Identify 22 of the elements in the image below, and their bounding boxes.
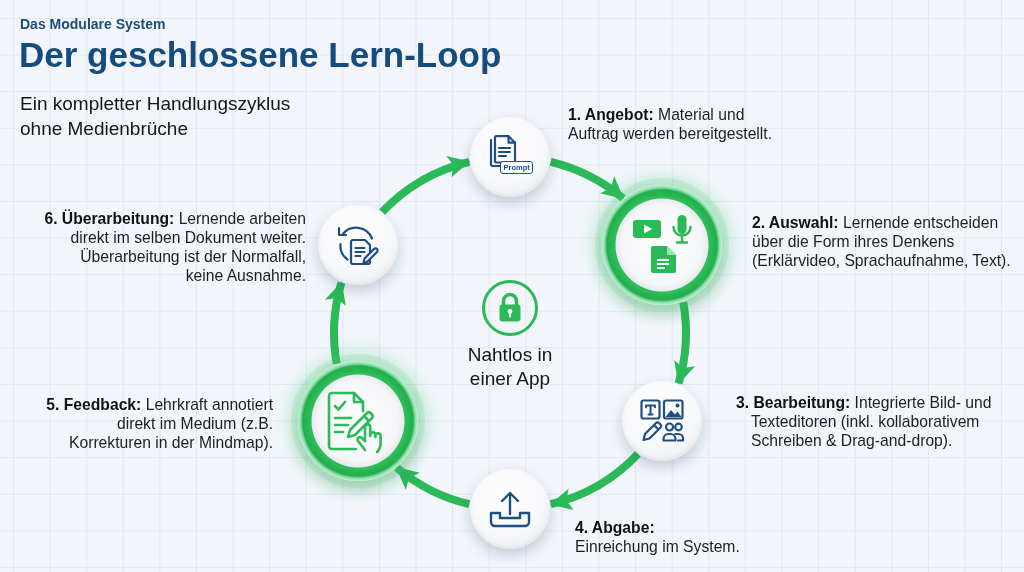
arrow [379,157,471,215]
step-description: 2. Auswahl: Lernende entscheiden über die Form ihres Denkens (Erklärvideo, Sprachaufnahme, Text). [752,213,1012,270]
diagram-title: Der geschlossene Lern-Loop [19,35,502,76]
highlighted-step-circle [297,361,418,481]
section-kicker: Das Modulare System [20,16,166,33]
center-caption: Nahtlos in einer App [466,343,554,391]
step-circle [622,381,703,461]
step-description: 5. Feedback: Lehrkraft annotiert direkt im Medium (z.B. Korrekturen in der Mindmap). [45,395,273,452]
subtitle: Ein kompletter Handlungszyklus ohne Medienbrüche [20,92,292,141]
step-circle [317,205,398,285]
arrow [672,301,695,385]
step-circle [470,469,550,549]
arrow [325,281,348,365]
highlighted-step-circle [602,185,723,305]
step-description: 4. Abgabe: Einreichung im System. [575,518,741,556]
step-description: 6. Überarbeitung: Lernende arbeiten direkt im selben Dokument weiter. Überarbeitung ist der Normalfall, keine Ausnahme. [43,209,306,285]
step-description: 3. Bearbeitung: Integrierte Bild- und Texteditoren (inkl. kollaborativem Schreiben & Drag-and-drop). [736,393,993,450]
step-description: 1. Angebot: Material und Auftrag werden bereitgestellt. [568,105,774,143]
step-circle [470,117,550,197]
arrow [394,464,471,509]
arrow [549,451,641,509]
arrow [549,157,626,202]
